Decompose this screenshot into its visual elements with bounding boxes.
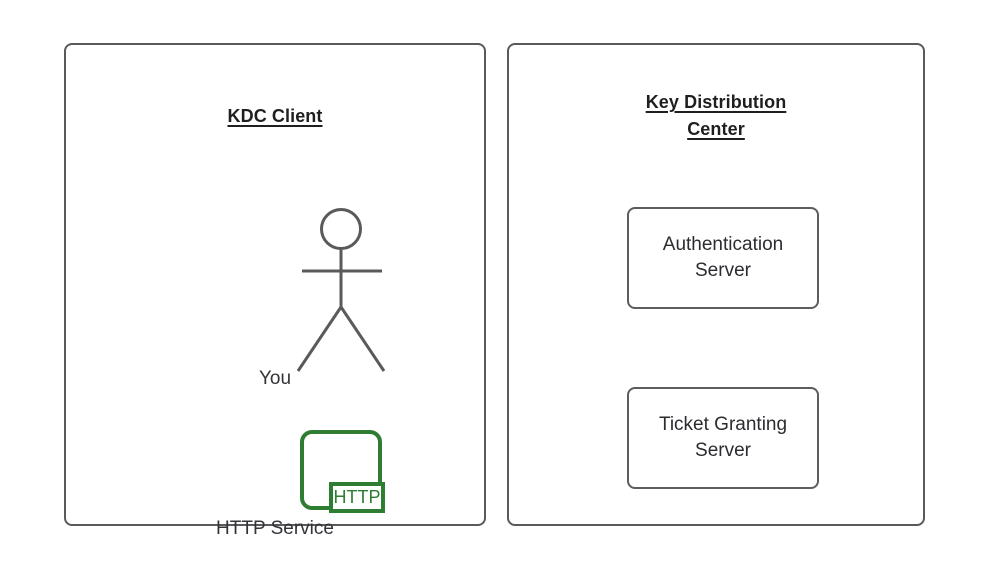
node-label-you: You [258, 368, 292, 389]
panel-key-distribution-center: Key Distribution Center Authentication S… [507, 43, 925, 526]
box-authentication-server-label-line-2: Server [695, 260, 751, 281]
panel-title-kdc-client-line-1: KDC Client [227, 106, 323, 126]
panel-title-kdc-line-2: Center [687, 119, 745, 139]
box-ticket-granting-server-label-line-1: Ticket Granting [658, 414, 788, 435]
node-label-http-service: HTTP Service [216, 518, 334, 539]
http-service-icon: HTTP [300, 430, 385, 513]
panel-title-key-distribution-center: Key Distribution Center [509, 89, 923, 143]
box-ticket-granting-server-label-line-2: Server [695, 440, 751, 461]
panel-kdc-client: KDC Client You HTTP HTTP Service [64, 43, 486, 539]
panel-title-kdc-line-1: Key Distribution [645, 92, 787, 112]
panel-title-kdc-client: KDC Client [66, 103, 484, 130]
box-authentication-server: Authentication Server [627, 207, 819, 309]
stick-figure-icon [296, 208, 386, 372]
box-authentication-server-label-line-1: Authentication [662, 234, 784, 255]
box-ticket-granting-server: Ticket Granting Server [627, 387, 819, 489]
http-service-icon-badge-text: HTTP [334, 487, 381, 507]
